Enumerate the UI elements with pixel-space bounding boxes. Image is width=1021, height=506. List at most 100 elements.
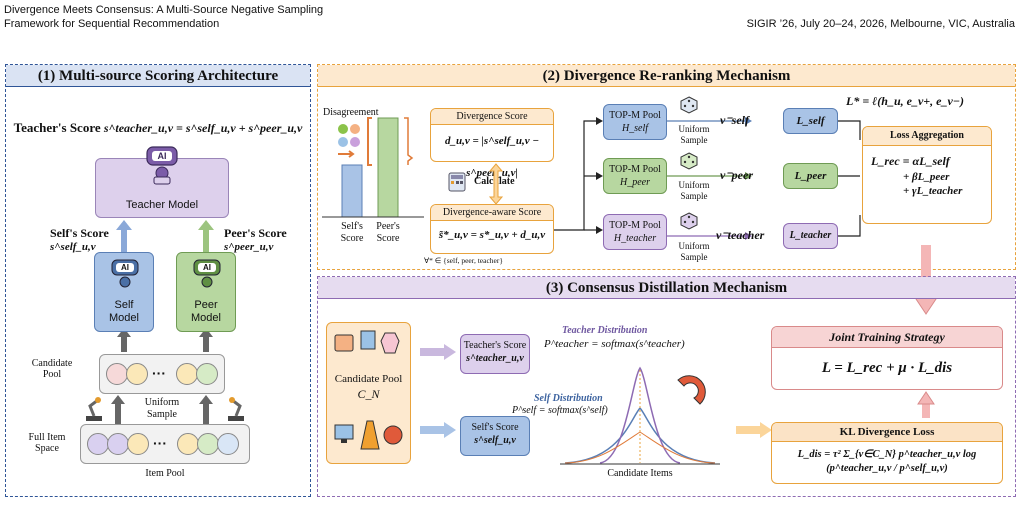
teacher-distribution-label: Teacher Distribution xyxy=(562,325,648,336)
pool-item-3 xyxy=(127,433,149,455)
self-distribution-formula: P^self = softmax(s^self) xyxy=(512,405,608,416)
candidate-pool-box: ··· xyxy=(99,354,225,394)
p3-teacher-score-sym: s^teacher_u,v xyxy=(466,353,524,364)
peer-model-box: AI Peer Model xyxy=(176,252,236,332)
self-ai-badge: AI xyxy=(121,263,129,272)
candidate-item-4 xyxy=(196,363,218,385)
teacher-score-text: Teacher's Score xyxy=(13,120,101,135)
self-model-label: Self Model xyxy=(109,299,139,324)
uniform-sample-self: Uniform Sample xyxy=(678,124,710,145)
item-pool-label: Item Pool xyxy=(145,468,185,479)
negative-peer: v⁻peer xyxy=(720,168,753,182)
candidate-ellipsis: ··· xyxy=(152,365,166,381)
panel-consensus-distillation: (3) Consensus Distillation Mechanism xyxy=(317,276,1016,497)
candidate-item-2 xyxy=(126,363,148,385)
p3-self-score-label: Self's Score xyxy=(471,422,519,433)
selfs-score-axis-label: Self's Score xyxy=(340,221,364,244)
disagreement-brace xyxy=(367,117,372,166)
p3-teacher-score-label: Teacher's Score xyxy=(463,340,527,351)
self-score-label-block: Self's Score s^self_u,v xyxy=(50,226,120,253)
divergence-formula: d_u,v = |s^self_u,v − s^peer_u,v| xyxy=(444,135,540,179)
robot-arm-icon-right xyxy=(222,396,248,422)
product-icons-bottom xyxy=(333,419,405,451)
aggregation-line1: L_rec = αL_self xyxy=(871,154,950,168)
candidate-pool-cn-symbol: C_N xyxy=(357,387,380,401)
peer-to-teacher-arrow xyxy=(198,220,214,252)
topm-pool-self: TOP-M Pool H_self xyxy=(603,104,667,140)
negative-self: v⁻self xyxy=(720,113,749,127)
loss-peer-box: L_peer xyxy=(783,163,838,189)
candidate-pool-cn-box: Candidate Pool C_N xyxy=(326,322,411,464)
uniform-sample-peer: Uniform Sample xyxy=(678,180,710,201)
loss-aggregation-box: Loss Aggregation L_rec = αL_self + βL_pe… xyxy=(862,126,992,224)
peer-score-label-block: Peer's Score s^peer_u,v xyxy=(224,226,304,253)
pool-peer-line2: H_peer xyxy=(620,177,650,188)
self-peer-score-bars xyxy=(322,117,424,218)
topm-pool-peer: TOP-M Pool H_peer xyxy=(603,158,667,194)
paper-title: Divergence Meets Consensus: A Multi-Sour… xyxy=(4,3,323,31)
p3-self-score-sym: s^self_u,v xyxy=(474,435,516,446)
pool-self-line2: H_self xyxy=(621,123,649,134)
negative-teacher: v⁻teacher xyxy=(716,228,765,242)
loss-self-box: L_self xyxy=(783,108,838,134)
teacher-distribution-formula: P^teacher = softmax(s^teacher) xyxy=(544,338,685,350)
self-distribution-label: Self Distribution xyxy=(534,393,603,404)
paper-title-line2: Framework for Sequential Recommendation xyxy=(4,18,220,30)
loss-aggregation-title: Loss Aggregation xyxy=(863,127,991,146)
peer-ai-badge: AI xyxy=(203,263,211,272)
panel-multi-source-scoring: (1) Multi-source Scoring Architecture xyxy=(5,64,311,497)
peer-robot-icon: AI xyxy=(191,257,223,291)
calculator-icon xyxy=(448,172,466,192)
loss-definition: L* = ℓ(h_u, e_v+, e_v−) xyxy=(846,94,965,108)
venue-info: SIGIR ’26, July 20–24, 2026, Melbourne, … xyxy=(746,18,1015,30)
pool-ellipsis: ··· xyxy=(153,435,167,451)
robot-arm-icon-left xyxy=(82,396,108,422)
kl-divergence-title: KL Divergence Loss xyxy=(772,423,1002,442)
magnet-icon xyxy=(677,375,706,405)
divergence-score-box: Divergence Score d_u,v = |s^self_u,v − s… xyxy=(430,108,554,179)
divergence-score-title: Divergence Score xyxy=(431,109,553,125)
self-robot-icon: AI xyxy=(109,257,141,291)
joint-training-title: Joint Training Strategy xyxy=(772,327,1002,348)
item-pool-box: ··· xyxy=(80,424,250,464)
uniform-sample-teacher: Uniform Sample xyxy=(678,241,710,262)
joint-training-box: Joint Training Strategy L = L_rec + μ · … xyxy=(771,326,1003,390)
uniform-sample-label: Uniform Sample xyxy=(144,397,180,420)
pool-to-self-arrow xyxy=(117,328,131,352)
self-score-label: Self's Score xyxy=(50,226,109,240)
pool-peer-line1: TOP-M Pool xyxy=(609,164,661,175)
teacher-score-label: Teacher's Score s^teacher_u,v = s^self_u… xyxy=(10,120,306,136)
peer-model-label: Peer Model xyxy=(191,299,221,324)
self-to-teacher-arrow xyxy=(116,220,132,252)
pool-item-6 xyxy=(217,433,239,455)
peers-score-axis-label: Peer's Score xyxy=(376,221,400,244)
joint-training-formula: L = L_rec + μ · L_dis xyxy=(821,360,953,376)
candidate-pool-label: Candidate Pool xyxy=(31,358,73,380)
dice-icon-self xyxy=(680,96,698,114)
cn-to-teacher-arrow xyxy=(420,344,456,360)
dice-icon-peer xyxy=(680,152,698,170)
disagreement-people-icon xyxy=(336,122,362,162)
divergence-aware-box: Divergence-aware Score s̃*_u,v = s*_u,v … xyxy=(430,204,554,254)
p3-teacher-score-box: Teacher's Score s^teacher_u,v xyxy=(460,334,530,374)
divergence-aware-title: Divergence-aware Score xyxy=(431,205,553,221)
distribution-curves xyxy=(560,366,720,465)
teacher-ai-badge: AI xyxy=(157,151,167,161)
panel1-up-arrows xyxy=(111,220,214,424)
teacher-robot-icon: AI xyxy=(143,143,181,185)
p3-self-score-box: Self's Score s^self_u,v xyxy=(460,416,530,456)
dice-icon-teacher xyxy=(680,212,698,230)
panel-divergence-reranking: (2) Divergence Re-ranking Mechanism xyxy=(317,64,1016,270)
loss-teacher-box: L_teacher xyxy=(783,223,838,249)
pool-teacher-line1: TOP-M Pool xyxy=(609,220,661,231)
full-item-space-label: Full Item Space xyxy=(28,432,66,454)
panel1-title: (1) Multi-source Scoring Architecture xyxy=(6,65,310,87)
item-to-pool-arrow-right xyxy=(199,395,213,424)
panel3-title: (3) Consensus Distillation Mechanism xyxy=(318,277,1015,299)
candidate-items-axis-label: Candidate Items xyxy=(607,468,673,479)
self-model-box: AI Self Model xyxy=(94,252,154,332)
forall-note: ∀* ∈ {self, peer, teacher} xyxy=(424,256,503,265)
paper-title-line1: Divergence Meets Consensus: A Multi-Sour… xyxy=(4,4,324,16)
self-score-symbol: s^self_u,v xyxy=(50,241,96,253)
